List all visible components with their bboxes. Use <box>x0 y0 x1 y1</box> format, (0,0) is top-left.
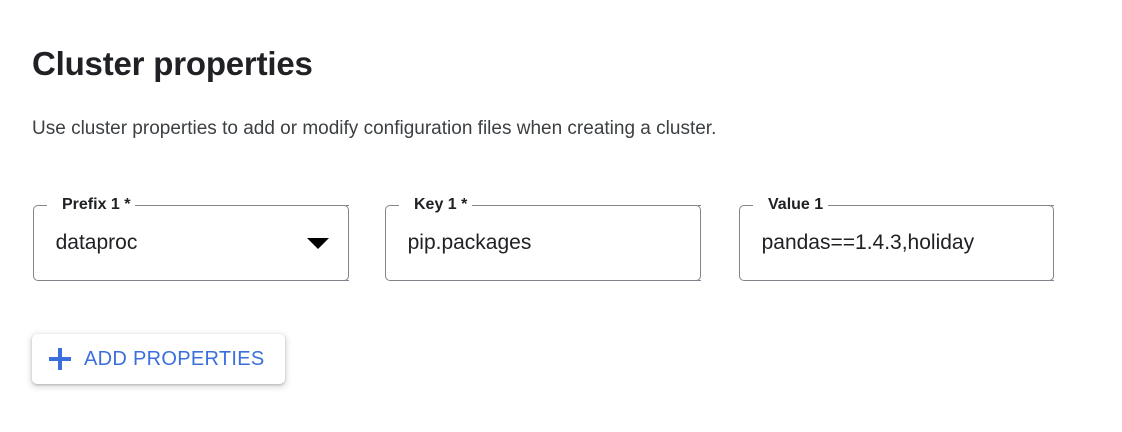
cluster-properties-row: Prefix 1 * dataproc Key 1 * pip.packages <box>0 195 1122 295</box>
field-value-1[interactable]: Value 1 pandas==1.4.3,holiday <box>739 195 1054 281</box>
field-value-1-label: Value 1 <box>763 195 829 215</box>
page-description: Use cluster properties to add or modify … <box>32 118 717 139</box>
field-prefix-1-control[interactable]: dataproc <box>35 205 348 281</box>
field-value-1-value: pandas==1.4.3,holiday <box>761 231 975 254</box>
field-key-1-control[interactable]: pip.packages <box>387 205 700 281</box>
field-prefix-1-value: dataproc <box>55 231 138 254</box>
field-prefix-1[interactable]: Prefix 1 * dataproc <box>33 195 349 281</box>
plus-icon <box>49 348 71 370</box>
field-key-1-value: pip.packages <box>407 231 532 254</box>
page-title: Cluster properties <box>32 45 313 83</box>
add-properties-button[interactable]: ADD PROPERTIES <box>32 334 285 384</box>
field-key-1-label: Key 1 * <box>409 195 473 215</box>
field-value-1-control[interactable]: pandas==1.4.3,holiday <box>741 205 1053 281</box>
chevron-down-icon[interactable] <box>307 237 330 249</box>
field-prefix-1-label: Prefix 1 * <box>57 195 136 215</box>
add-properties-button-label: ADD PROPERTIES <box>84 348 265 370</box>
field-key-1[interactable]: Key 1 * pip.packages <box>385 195 701 281</box>
